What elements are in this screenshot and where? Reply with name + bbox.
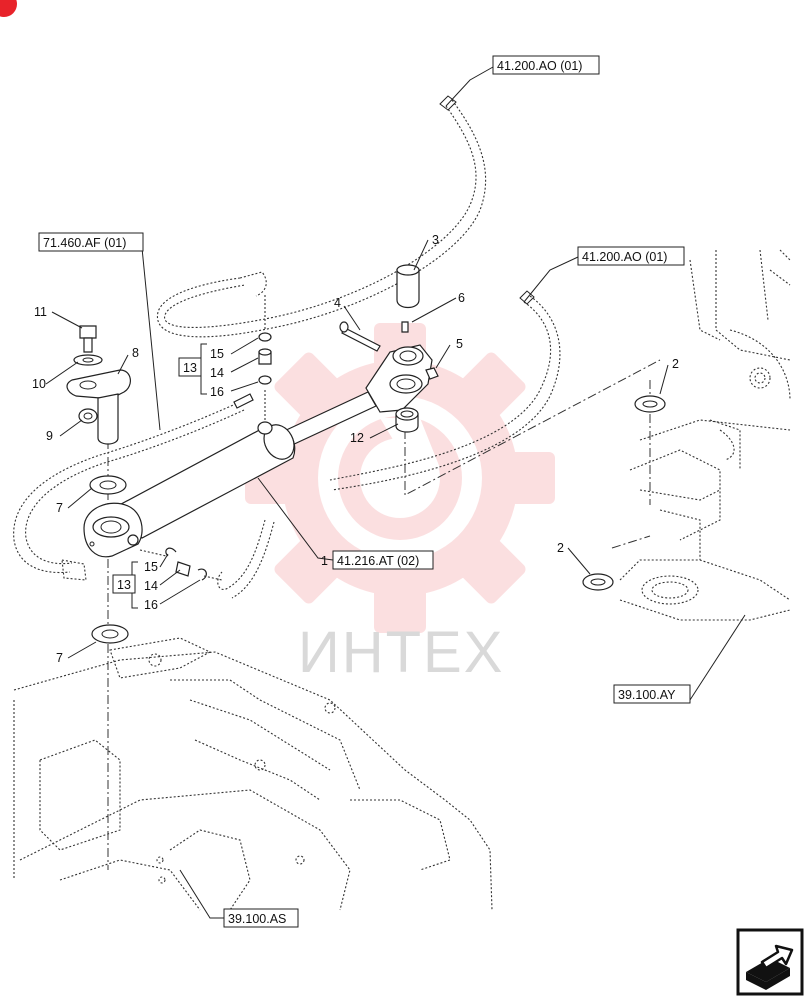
hose-right bbox=[329, 290, 561, 491]
callout-5: 5 bbox=[456, 337, 463, 351]
watermark-text: ИНТЕХ bbox=[298, 620, 504, 685]
next-page-arrow-icon[interactable] bbox=[736, 928, 804, 996]
svg-text:41.216.AT (02): 41.216.AT (02) bbox=[337, 554, 419, 568]
ref-frame-left[interactable]: 71.460.AF (01) bbox=[38, 232, 144, 252]
axle-frame-bottom bbox=[13, 637, 493, 911]
callout-2-upper: 2 bbox=[672, 357, 679, 371]
callout-10: 10 bbox=[32, 377, 46, 391]
part-8-pin-plate bbox=[66, 369, 131, 445]
svg-text:41.200.AO (01): 41.200.AO (01) bbox=[582, 250, 667, 264]
svg-text:41.200.AO (01): 41.200.AO (01) bbox=[497, 59, 582, 73]
callout-4: 4 bbox=[334, 296, 341, 310]
callout-16-lower: 16 bbox=[144, 598, 158, 612]
callout-9: 9 bbox=[46, 429, 53, 443]
callout-14-lower: 14 bbox=[144, 579, 158, 593]
corner-badge bbox=[0, 0, 17, 17]
callout-6: 6 bbox=[458, 291, 465, 305]
callout-8: 8 bbox=[132, 346, 139, 360]
hose-fitting-left bbox=[233, 393, 254, 409]
part-4-bolt bbox=[339, 321, 381, 352]
part-6-grease-nipple bbox=[401, 321, 409, 333]
svg-text:39.100.AY: 39.100.AY bbox=[618, 688, 676, 702]
callout-13-upper: 13 bbox=[183, 361, 197, 375]
svg-text:39.100.AS: 39.100.AS bbox=[228, 912, 286, 926]
ref-hose-right[interactable]: 41.200.AO (01) bbox=[577, 246, 685, 266]
fitting-group-lower bbox=[139, 547, 223, 581]
fitting-group-upper-labels: 13 15 14 16 bbox=[178, 347, 224, 399]
fitting-group-lower-labels: 13 15 14 16 bbox=[112, 560, 158, 612]
callout-14-upper: 14 bbox=[210, 366, 224, 380]
callout-16-upper: 16 bbox=[210, 385, 224, 399]
ref-hose-upper[interactable]: 41.200.AO (01) bbox=[492, 55, 600, 75]
axle-frame-right bbox=[619, 249, 791, 621]
part-9-spacer bbox=[78, 408, 98, 424]
part-7-washer-upper bbox=[89, 475, 127, 495]
ref-cylinder[interactable]: 41.216.AT (02) bbox=[332, 550, 434, 570]
callout-3: 3 bbox=[432, 233, 439, 247]
hose-left-lower bbox=[13, 401, 245, 581]
callout-13-lower: 13 bbox=[117, 578, 131, 592]
ref-axle-right[interactable]: 39.100.AY bbox=[613, 684, 691, 704]
fitting-group-upper bbox=[258, 295, 272, 420]
axis-right-lower bbox=[611, 535, 651, 549]
callout-15-lower: 15 bbox=[144, 560, 158, 574]
part-12-bushing bbox=[395, 407, 419, 433]
callout-1: 1 bbox=[321, 554, 328, 568]
svg-text:71.460.AF (01): 71.460.AF (01) bbox=[43, 236, 126, 250]
callout-11: 11 bbox=[34, 305, 47, 319]
callout-labels: 1 2 2 3 4 5 6 7 7 8 9 10 11 12 bbox=[32, 233, 679, 665]
hose-cylinder-lower bbox=[217, 519, 275, 599]
axis-rod-end bbox=[404, 359, 661, 496]
hose-upper bbox=[156, 95, 487, 338]
part-7-washer-lower bbox=[91, 624, 129, 644]
callout-7-lower: 7 bbox=[56, 651, 63, 665]
part-10-washer bbox=[73, 354, 103, 366]
part-2-washer-lower bbox=[582, 573, 614, 591]
callout-7-upper: 7 bbox=[56, 501, 63, 515]
part-2-washer-upper bbox=[634, 395, 666, 413]
callout-2-lower: 2 bbox=[557, 541, 564, 555]
leader-lines bbox=[45, 66, 746, 919]
callout-15-upper: 15 bbox=[210, 347, 224, 361]
ref-axle-bottom[interactable]: 39.100.AS bbox=[223, 908, 299, 928]
callout-12: 12 bbox=[350, 431, 364, 445]
part-11-bolt bbox=[79, 325, 97, 353]
part-3-pin bbox=[396, 264, 420, 309]
part-5-nut bbox=[425, 367, 439, 380]
